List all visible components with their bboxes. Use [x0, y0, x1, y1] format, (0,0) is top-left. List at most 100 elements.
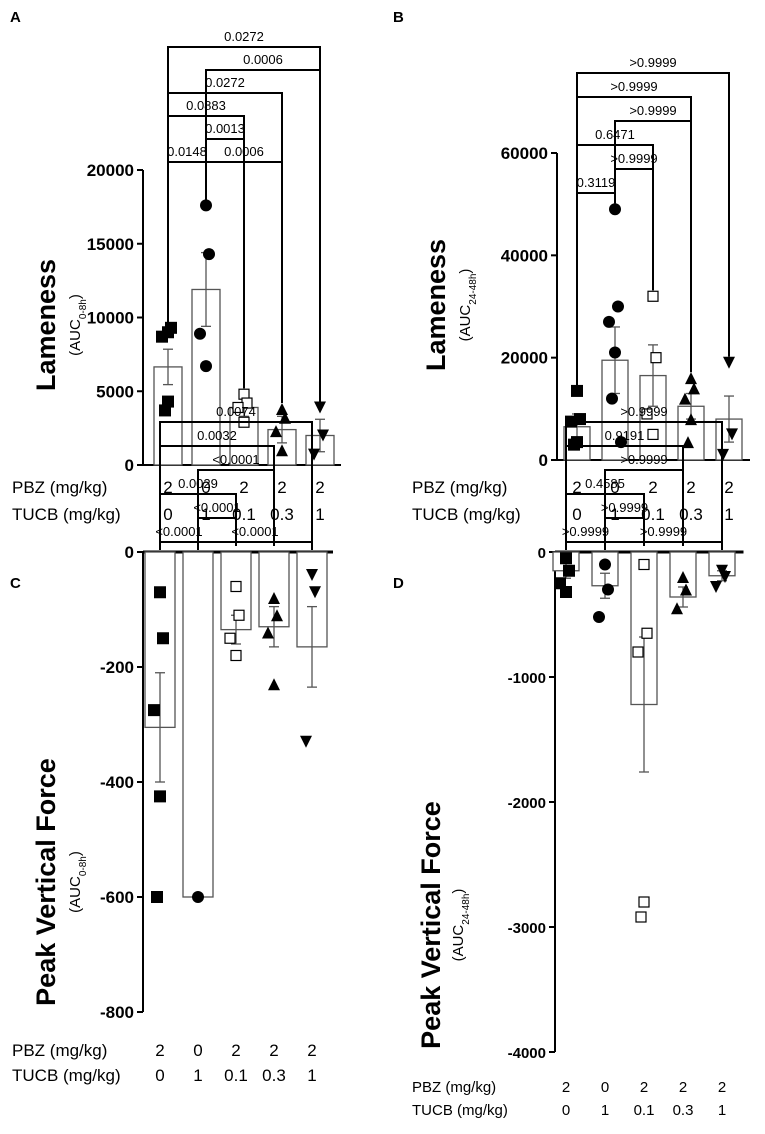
data-point-triangle-down [314, 401, 326, 414]
data-point-triangle-down [317, 429, 329, 442]
significance-bracket [159, 541, 199, 550]
y-tick-label: -4000 [508, 1045, 546, 1062]
data-point-triangle-down [719, 571, 731, 583]
y-axis-unit: (AUC0-8h) [67, 294, 89, 356]
data-point-open-square [232, 401, 244, 414]
data-point-square [154, 790, 166, 803]
panel-letter: A [10, 9, 21, 26]
significance-bracket [576, 72, 730, 385]
p-value-label: >0.9999 [620, 452, 667, 467]
y-axis-unit-subscript: 24-48h [468, 274, 479, 305]
tucb-value: 1 [601, 1102, 609, 1119]
data-point-open-square [635, 911, 647, 923]
tucb-value: 0.3 [270, 505, 294, 524]
pbz-value: 2 [679, 1079, 687, 1096]
p-value-label: <0.0001 [212, 452, 259, 467]
significance-bracket [205, 69, 321, 402]
y-tick-label: 10000 [87, 309, 134, 328]
y-tick-label: 0 [539, 451, 548, 470]
data-point-triangle-down [309, 586, 321, 599]
data-point-circle [599, 558, 611, 571]
p-value-label: >0.9999 [601, 500, 648, 515]
tucb-row-label: TUCB (mg/kg) [412, 1102, 508, 1119]
significance-bracket [576, 192, 616, 385]
pbz-value: 2 [648, 478, 657, 497]
data-point-circle [200, 360, 212, 373]
data-point-open-square [647, 290, 659, 302]
p-value-label: >0.9999 [629, 55, 676, 70]
bar-1 [182, 551, 214, 898]
tucb-value: 0.1 [634, 1102, 655, 1119]
pbz-value: 2 [315, 478, 324, 497]
tucb-value: 0 [163, 505, 172, 524]
pbz-row-label: PBZ (mg/kg) [12, 478, 107, 497]
panel-letter: B [393, 9, 404, 26]
p-value-label: 0.9191 [605, 428, 645, 443]
y-axis-unit-prefix: (AUC [457, 305, 474, 342]
panel-a: A05000100001500020000Lameness(AUC0-8h)20… [10, 9, 341, 524]
data-point-triangle-up [679, 392, 691, 405]
data-point-square [560, 552, 572, 565]
y-axis-unit-prefix: (AUC [67, 876, 84, 913]
tucb-value: 1 [193, 1066, 202, 1085]
significance-bracket [167, 46, 321, 402]
tucb-value: 1 [610, 505, 619, 524]
data-point-square [571, 384, 583, 397]
tucb-value: 0 [562, 1102, 570, 1119]
pbz-value: 2 [155, 1041, 164, 1060]
data-point-circle [606, 392, 618, 405]
pbz-value: 0 [601, 1079, 609, 1096]
data-point-open-square [647, 428, 659, 441]
data-point-triangle-down [300, 735, 312, 748]
p-value-label: >0.9999 [640, 524, 687, 539]
y-axis-unit-suffix: ) [67, 851, 84, 856]
p-value-label: >0.9999 [620, 404, 667, 419]
data-point-square [148, 704, 160, 717]
data-point-circle [609, 203, 621, 216]
tucb-value: 0 [155, 1066, 164, 1085]
y-axis-title: Peak Vertical Force [31, 758, 61, 1006]
data-point-triangle-up [270, 425, 282, 438]
y-tick-label: -400 [100, 773, 134, 792]
tucb-value: 0 [572, 505, 581, 524]
pbz-row-label: PBZ (mg/kg) [412, 1079, 496, 1096]
p-value-label: >0.9999 [610, 151, 657, 166]
data-point-open-square [641, 627, 653, 639]
p-value-label: 0.0272 [205, 75, 245, 90]
data-point-circle [192, 891, 204, 903]
pbz-value: 2 [640, 1079, 648, 1096]
tucb-value: 0.1 [641, 505, 665, 524]
p-value-label: 0.0032 [197, 428, 237, 443]
data-point-triangle-up [276, 402, 288, 415]
y-tick-label: 20000 [501, 349, 548, 368]
y-axis-unit-prefix: (AUC [67, 319, 84, 356]
tucb-row-label: TUCB (mg/kg) [12, 1066, 121, 1085]
pbz-value: 2 [307, 1041, 316, 1060]
pbz-value: 2 [562, 1079, 570, 1096]
y-tick-label: 15000 [87, 235, 134, 254]
y-tick-label: 0 [538, 545, 546, 562]
pbz-value: 2 [686, 478, 695, 497]
data-point-triangle-up [268, 592, 280, 604]
p-value-label: >0.9999 [629, 103, 676, 118]
y-axis-title: Lameness [31, 259, 61, 391]
data-point-triangle-down [726, 428, 738, 441]
data-point-square [563, 564, 575, 577]
data-point-triangle-down [723, 356, 735, 369]
panel-letter: D [393, 575, 404, 592]
tucb-value: 0.1 [224, 1066, 248, 1085]
tucb-value: 0.1 [232, 505, 256, 524]
data-point-circle [593, 611, 605, 623]
data-point-triangle-down [306, 569, 318, 581]
y-axis-unit: (AUC24-48h) [457, 269, 479, 342]
pbz-value: 2 [718, 1079, 726, 1096]
tucb-value: 1 [718, 1102, 726, 1119]
data-point-circle [200, 199, 212, 212]
data-point-circle [609, 346, 621, 359]
data-point-square [156, 330, 168, 343]
y-tick-label: 5000 [96, 382, 134, 401]
data-point-open-square [650, 352, 662, 364]
data-point-triangle-up [680, 583, 692, 596]
y-tick-label: -800 [100, 1003, 134, 1022]
